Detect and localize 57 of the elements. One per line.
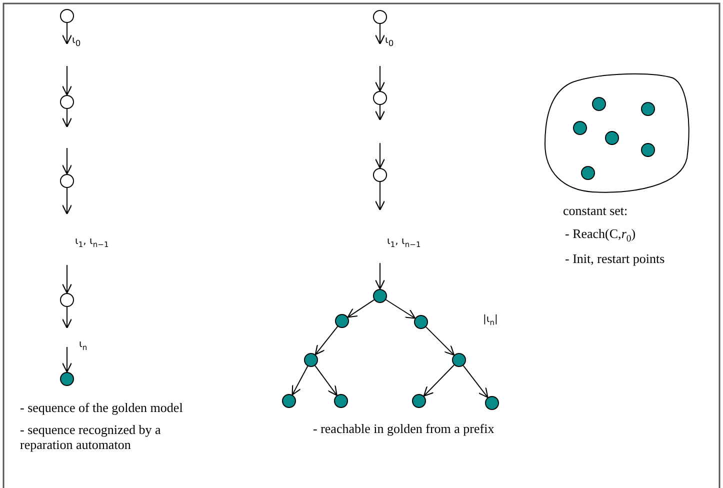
caption-text: - sequence recognized by a reparation automaton	[20, 423, 162, 453]
arrow	[374, 182, 386, 211]
filled-state-circle	[641, 143, 655, 157]
state-circle	[60, 95, 74, 109]
arrow	[314, 326, 338, 356]
state-circle	[60, 9, 74, 23]
arrow	[462, 365, 488, 398]
filled-state-circle	[60, 372, 74, 386]
caption-text: - reachable in golden from a prefix	[313, 422, 494, 437]
arrow	[62, 306, 72, 329]
caption-text: - sequence of the golden model	[20, 401, 183, 416]
arrow	[385, 299, 416, 319]
arrow	[347, 299, 375, 318]
state-circle	[60, 174, 74, 188]
filled-state-circle	[641, 102, 655, 116]
arrow	[314, 365, 338, 396]
state-circle	[373, 10, 387, 24]
arrow	[374, 142, 386, 169]
filled-state-circle	[573, 121, 587, 135]
filled-state-circle	[414, 315, 428, 329]
iota-label: ι$_{0}$	[72, 35, 82, 48]
arrow	[62, 148, 72, 175]
filled-state-circle	[335, 314, 349, 328]
arrow	[62, 346, 72, 373]
state-circle	[373, 168, 387, 182]
filled-state-circle	[452, 353, 466, 367]
arrow	[292, 366, 308, 396]
arrow	[374, 24, 386, 45]
iota-label: ι$_{1}$, ι$_{n−1}$	[75, 236, 109, 250]
arrow	[423, 364, 455, 397]
state-circle	[60, 293, 74, 307]
filled-state-circle	[412, 394, 426, 408]
arrow	[62, 108, 72, 128]
filled-state-circle	[592, 97, 606, 111]
arrow	[374, 104, 386, 121]
filled-state-circle	[581, 166, 595, 180]
filled-state-circle	[373, 289, 387, 303]
filled-state-circle	[485, 396, 499, 410]
filled-state-circle	[304, 353, 318, 367]
iota-label: ι$_{0}$	[385, 35, 395, 48]
filled-state-circle	[282, 394, 296, 408]
arrow	[62, 188, 72, 215]
state-circle	[373, 91, 387, 105]
caption-text: - Reach(C,r$_{0}$)	[565, 227, 636, 245]
iota-label: ι$_{n}$	[79, 339, 88, 353]
filled-state-circle	[334, 394, 348, 408]
caption-text: constant set:	[563, 204, 628, 219]
arrow	[374, 262, 386, 290]
arrow	[62, 66, 72, 96]
caption-text: - Init, restart points	[565, 252, 665, 267]
arrow	[374, 66, 386, 92]
arrow	[62, 264, 72, 294]
iota-label: ι$_{1}$, ι$_{n−1}$	[387, 236, 421, 250]
arrow	[425, 326, 455, 356]
arrow	[62, 22, 72, 45]
iota-label: |ι$_{n}$|	[483, 314, 498, 328]
filled-state-circle	[605, 131, 619, 145]
